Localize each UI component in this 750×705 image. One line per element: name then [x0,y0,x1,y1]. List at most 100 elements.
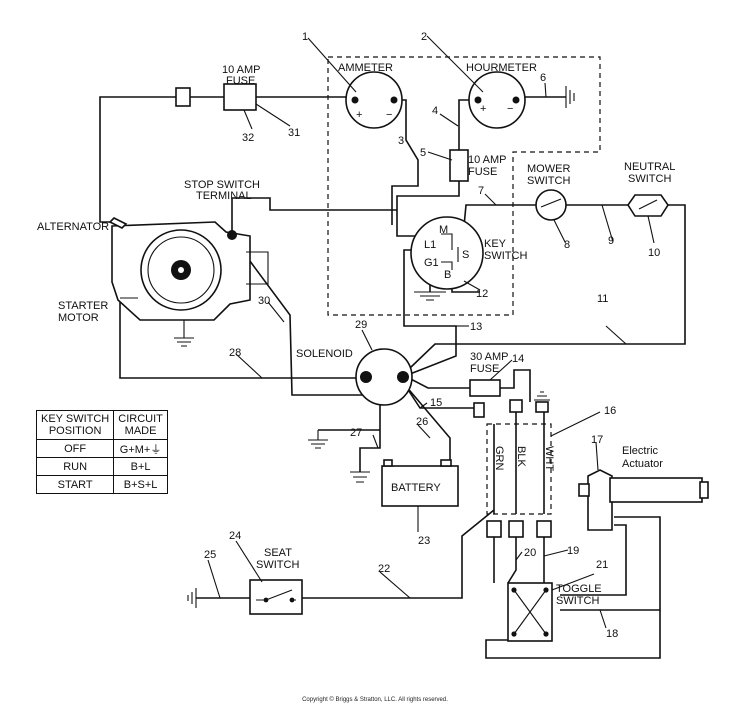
ammeter-label: AMMETER [338,62,393,74]
hourmeter-minus-sign: − [507,103,513,115]
key-switch-label-2: SWITCH [484,250,527,262]
table-row: START B+S+L [35,475,168,494]
table-cell-circuit: B+L [113,457,168,476]
table-cell-position: START [35,475,115,494]
hourmeter: + − [468,71,526,129]
toggle-switch-label-1: TOGGLE [556,583,602,595]
alternator-engine [108,217,269,347]
harness-conn-top-1 [509,399,523,413]
callout-12: 12 [476,288,488,300]
harness-conn-top-2 [535,401,549,413]
battery-label: BATTERY [391,482,441,494]
callout-7: 7 [478,185,484,197]
connector-block [175,87,191,107]
seat-switch-label-1: SEAT [264,547,292,559]
callout-19: 19 [567,545,579,557]
fuse-10a-center-label-1: 10 AMP [468,154,507,166]
callout-16: 16 [604,405,616,417]
key-terminal-g1: G1 [424,257,439,269]
mower-switch [535,189,567,221]
callout-27: 27 [350,427,362,439]
harness-wht-label: WHT [543,446,555,471]
fuse-10a-left-label-2: FUSE [226,75,255,87]
fuse-30a-label-2: FUSE [470,363,499,375]
neutral-switch [627,194,669,217]
callout-25: 25 [204,549,216,561]
callout-9: 9 [608,235,614,247]
callout-21: 21 [596,559,608,571]
callout-28: 28 [229,347,241,359]
connector-15 [473,402,485,418]
key-terminal-l1: L1 [424,239,436,251]
callout-22: 22 [378,563,390,575]
callout-26: 26 [416,416,428,428]
neutral-switch-label-1: NEUTRAL [624,161,675,173]
callout-8: 8 [564,239,570,251]
dash-panel-outline [327,56,601,316]
stop-switch-label-2: TERMINAL [196,190,252,202]
table-header-circuit: CIRCUIT MADE [113,410,168,440]
table-header-position-line2: POSITION [48,425,102,437]
fuse-10a-left-label-1: 10 AMP [222,64,261,76]
callout-14: 14 [512,353,524,365]
table-cell-circuit: B+S+L [113,475,168,494]
ground-hourmeter-icon [565,86,575,108]
callout-20: 20 [524,547,536,559]
callout-31: 31 [288,127,300,139]
electric-actuator-label-1: Electric [622,445,659,457]
table-row: RUN B+L [35,457,168,476]
callout-32: 32 [242,132,254,144]
electric-actuator-label-2: Actuator [622,458,663,470]
seat-switch [187,579,303,615]
ammeter-minus-sign: − [386,109,392,121]
fuse-30a-label-1: 30 AMP [470,351,509,363]
callout-2: 2 [421,31,427,43]
key-terminal-b: B [444,269,451,281]
table-header-position-line1: KEY SWITCH [41,413,110,425]
callout-11: 11 [597,293,608,305]
solenoid-label: SOLENOID [296,348,353,360]
key-terminal-s: S [462,249,469,261]
hourmeter-plus-sign: + [480,103,486,115]
table-header-circuit-line2: MADE [124,425,157,437]
callout-1: 1 [302,31,308,43]
callout-5: 5 [420,147,426,159]
ammeter: + − [345,71,403,129]
harness-blk-label: BLK [515,446,527,467]
battery [350,459,459,507]
neutral-switch-label-2: SWITCH [628,173,671,185]
table-header-circuit-line1: CIRCUIT [118,413,163,425]
callout-leaders [207,35,655,629]
toggle-switch [507,582,553,642]
callout-23: 23 [418,535,430,547]
callout-18: 18 [606,628,618,640]
harness-grn-label: GRN [493,446,505,471]
harness-box [486,423,552,515]
callout-15: 15 [430,397,442,409]
copyright-notice: Copyright © Briggs & Stratton, LLC. All … [302,697,448,703]
toggle-switch-label-2: SWITCH [556,595,599,607]
stop-switch-label-1: STOP SWITCH [184,179,260,191]
starter-motor-label-1: STARTER [58,300,108,312]
callout-13: 13 [470,321,482,333]
mower-switch-label-2: SWITCH [527,175,570,187]
callout-6: 6 [540,72,546,84]
harness-conn-bottom-1 [486,520,502,538]
fuse-10a-center [449,149,469,182]
solenoid [308,348,413,449]
key-switch-label-1: KEY [484,238,507,250]
hourmeter-label: HOURMETER [466,62,537,74]
callout-17: 17 [591,434,603,446]
callout-24: 24 [229,530,241,542]
ammeter-plus-sign: + [356,109,362,121]
table-cell-circuit: G+M+⏚ [113,439,168,458]
alternator-label: ALTERNATOR [37,221,109,233]
fuse-30a [469,379,501,397]
seat-switch-label-2: SWITCH [256,559,299,571]
callout-30: 30 [258,295,270,307]
callout-10: 10 [648,247,660,259]
callout-3: 3 [398,135,404,147]
table-cell-position: OFF [35,439,115,458]
table-header-position: KEY SWITCH POSITION [35,410,115,440]
